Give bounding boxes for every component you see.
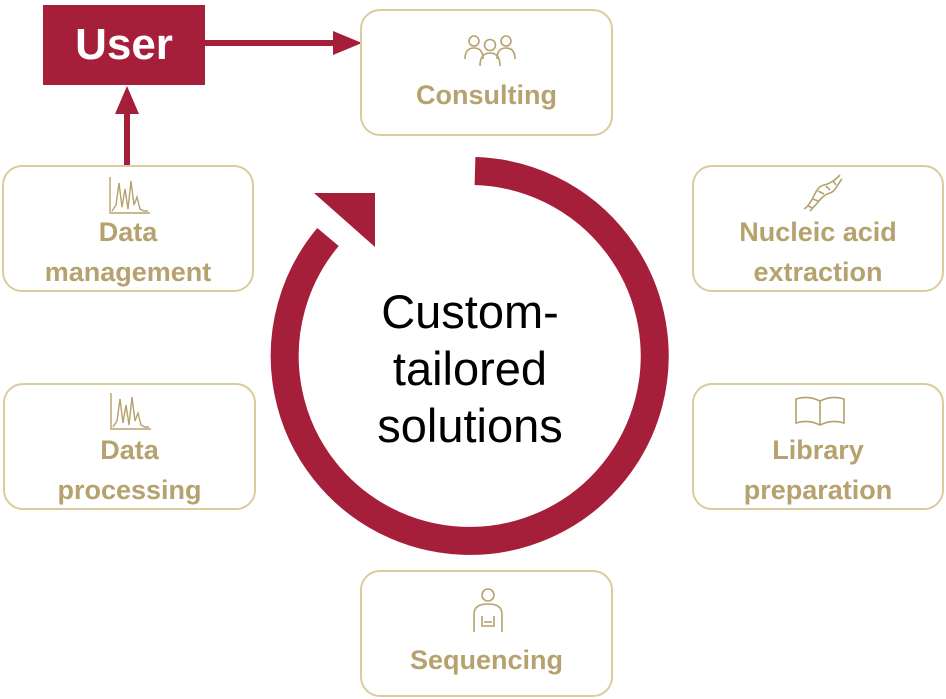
dna-icon (803, 174, 843, 212)
user-label: User (75, 20, 173, 69)
technician-icon (473, 588, 503, 632)
chromatogram-icon (110, 393, 151, 430)
consulting-label: Consulting (416, 80, 557, 110)
sequencing-label: Sequencing (409, 645, 564, 675)
user-box: User (43, 5, 205, 85)
library-preparation-label: Library preparation (743, 435, 893, 505)
cycle-arrowhead (314, 193, 375, 247)
book-icon (795, 396, 845, 426)
data-processing-label: Data processing (57, 435, 202, 505)
nucleic-acid-extraction-box: Nucleic acid extraction (692, 165, 944, 292)
data-processing-box: Data processing (3, 383, 256, 510)
sequencing-box: Sequencing (360, 570, 613, 697)
data-management-box: Data management (2, 165, 254, 292)
data-to-user-arrowhead (115, 86, 139, 114)
nucleic-acid-extraction-label: Nucleic acid extraction (739, 217, 897, 287)
data-management-label: Data management (44, 217, 212, 287)
cycle-arc (270, 157, 669, 555)
consulting-box: Consulting (360, 9, 613, 136)
library-preparation-box: Library preparation (692, 383, 944, 510)
people-icon (464, 35, 516, 67)
center-label: Custom- tailored solutions (377, 285, 563, 452)
user-to-consulting-arrowhead (333, 31, 362, 55)
chromatogram-icon (109, 177, 150, 214)
